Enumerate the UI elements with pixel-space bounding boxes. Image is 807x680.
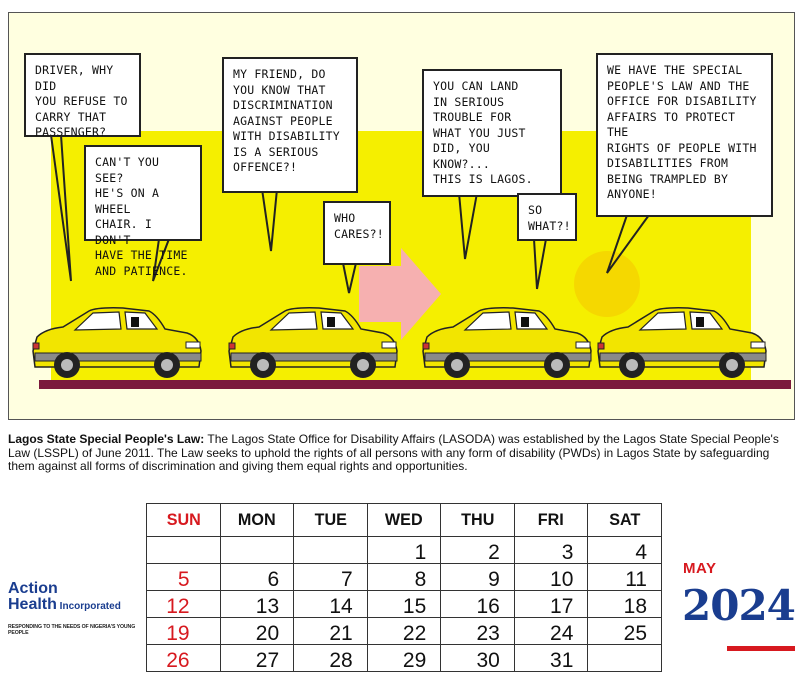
calendar-day-cell: 8	[366, 563, 442, 591]
speech-bubble-5: YOU CAN LAND IN SERIOUS TROUBLE FOR WHAT…	[422, 69, 562, 197]
tail-4	[342, 262, 357, 294]
calendar-day-cell: 6	[219, 563, 295, 591]
calendar-day-cell: 1	[366, 536, 442, 564]
calendar-day-cell: 24	[513, 617, 589, 645]
logo-tagline: RESPONDING TO THE NEEDS OF NIGERIA'S YOU…	[8, 624, 136, 636]
calendar-day-cell: 17	[513, 590, 589, 618]
calendar-day-cell: 14	[293, 590, 368, 618]
tail-6	[533, 238, 547, 290]
red-accent-bar	[727, 646, 795, 651]
calendar-day-cell: 22	[366, 617, 442, 645]
calendar-day-cell: 26	[146, 644, 221, 672]
speech-bubble-4: WHO CARES?!	[323, 201, 391, 265]
day-header-sun: SUN	[147, 503, 219, 537]
arrow-shape	[359, 248, 441, 340]
tail-1	[50, 134, 72, 282]
logo-line2-small: Incorporated	[56, 601, 121, 612]
calendar-day-cell: 15	[366, 590, 442, 618]
calendar-day-cell: 19	[146, 617, 221, 645]
calendar-day-cell: 5	[146, 563, 221, 591]
speech-bubble-1: DRIVER, WHY DID YOU REFUSE TO CARRY THAT…	[24, 53, 141, 139]
calendar-day-cell: 18	[587, 590, 662, 618]
calendar-week-row: 26 27 28 29 30 31	[146, 644, 662, 672]
calendar-day-cell	[219, 536, 295, 564]
logo-line2: Health Incorporated	[8, 596, 138, 615]
day-header-wed: WED	[368, 503, 440, 537]
caption-paragraph: Lagos State Special People's Law: The La…	[8, 432, 798, 474]
calendar-day-cell: 28	[293, 644, 368, 672]
tail-3	[261, 188, 278, 252]
calendar-week-row: 12 13 14 15 16 17 18	[146, 590, 662, 618]
logo-line1: Action	[8, 580, 58, 597]
speech-bubble-2: CAN'T YOU SEE? HE'S ON A WHEEL CHAIR. I …	[84, 145, 202, 278]
calendar-day-cell: 25	[587, 617, 662, 645]
calendar-day-cell: 12	[146, 590, 221, 618]
tail-7	[606, 214, 650, 274]
day-header-mon: MON	[221, 503, 293, 537]
calendar-day-cell: 30	[440, 644, 515, 672]
calendar-day-cell: 10	[513, 563, 589, 591]
day-header-tue: TUE	[294, 503, 366, 537]
calendar-day-cell: 23	[440, 617, 515, 645]
speech-bubble-3: MY FRIEND, DO YOU KNOW THAT DISCRIMINATI…	[222, 57, 358, 193]
calendar-day-cell: 13	[219, 590, 295, 618]
speech-bubble-7: WE HAVE THE SPECIAL PEOPLE'S LAW AND THE…	[596, 53, 773, 217]
calendar-day-cell: 27	[219, 644, 295, 672]
calendar-week-row: 1 2 3 4	[146, 536, 662, 564]
calendar-week-row: 5 6 7 8 9 10 11	[146, 563, 662, 591]
calendar-day-cell: 9	[440, 563, 515, 591]
calendar-day-cell: 3	[513, 536, 589, 564]
calendar-day-cell: 7	[293, 563, 368, 591]
day-header-fri: FRI	[515, 503, 587, 537]
day-header-thu: THU	[442, 503, 513, 537]
calendar-day-cell: 31	[513, 644, 589, 672]
tail-5	[458, 192, 478, 260]
year-label: 2024	[682, 581, 796, 630]
calendar-day-cell: 21	[293, 617, 368, 645]
day-header-sat: SAT	[589, 503, 661, 537]
calendar-day-cell: 2	[440, 536, 515, 564]
calendar-day-cell	[146, 536, 221, 564]
road-strip	[39, 380, 791, 389]
caption-title: Lagos State Special People's Law:	[8, 432, 205, 446]
sun-circle	[574, 251, 640, 317]
logo-line2-main: Health	[8, 596, 57, 613]
calendar-day-cell	[587, 644, 662, 672]
action-health-logo: Action Health Incorporated RESPONDING TO…	[8, 580, 138, 637]
tail-2	[152, 238, 170, 282]
caption-text: The Lagos State Office for Disability Af…	[8, 432, 779, 473]
speech-bubble-6: SO WHAT?!	[517, 193, 577, 241]
calendar-day-cell: 29	[366, 644, 442, 672]
month-label: MAY	[683, 560, 717, 577]
calendar-header-row: SUN MON TUE WED THU FRI SAT	[147, 503, 662, 537]
comic-panel: DRIVER, WHY DID YOU REFUSE TO CARRY THAT…	[8, 12, 795, 420]
calendar-day-cell: 20	[219, 617, 295, 645]
calendar-day-cell: 11	[587, 563, 662, 591]
calendar-day-cell: 16	[440, 590, 515, 618]
calendar-day-cell: 4	[587, 536, 662, 564]
calendar-table: SUN MON TUE WED THU FRI SAT 1 2 3 4 5 6 …	[146, 503, 662, 672]
taxi-car-1	[32, 307, 202, 378]
calendar-day-cell	[293, 536, 368, 564]
calendar-week-row: 19 20 21 22 23 24 25	[146, 617, 662, 645]
